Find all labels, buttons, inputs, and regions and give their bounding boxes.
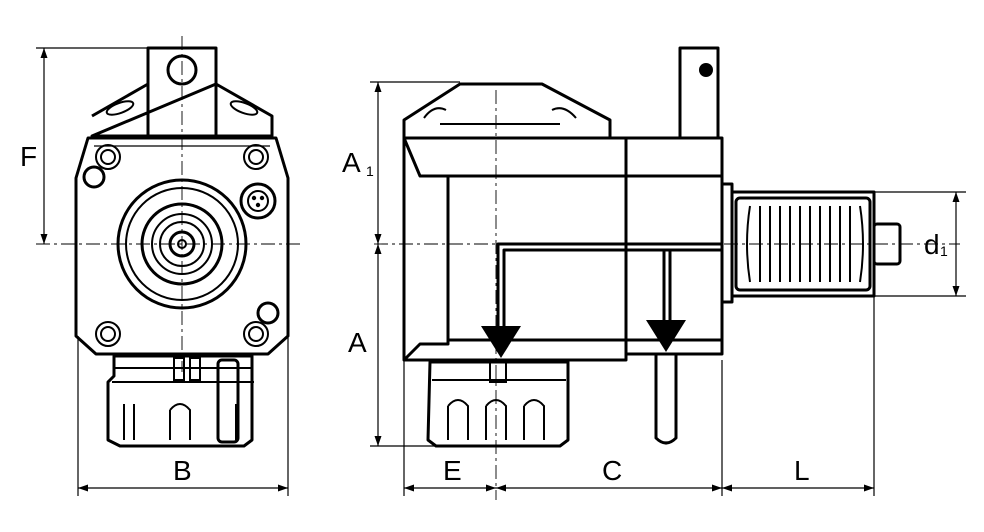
front-corner-screws bbox=[95, 144, 269, 347]
label-C: C bbox=[602, 455, 622, 486]
front-clamp-flange bbox=[90, 82, 274, 138]
front-body bbox=[74, 136, 290, 356]
label-A1: A bbox=[342, 147, 361, 178]
label-L: L bbox=[794, 455, 810, 486]
front-dowel-pin-left bbox=[82, 165, 106, 189]
side-coolant-pin bbox=[654, 352, 678, 445]
front-flange-slot-left bbox=[105, 100, 135, 116]
label-E: E bbox=[443, 455, 462, 486]
front-grease-nipple bbox=[239, 182, 277, 220]
label-d1-subscript: 1 bbox=[940, 243, 948, 259]
label-A1-subscript: 1 bbox=[366, 163, 374, 179]
front-flange-slot-right bbox=[229, 100, 259, 116]
front-view bbox=[36, 36, 302, 448]
side-top-clamp bbox=[402, 82, 612, 140]
side-coolant-channel bbox=[481, 242, 722, 358]
front-dowel-pin-right bbox=[256, 301, 280, 325]
dimension-labels: F B A 1 A E C L d 1 bbox=[20, 141, 948, 486]
side-coolant-tube bbox=[678, 46, 720, 140]
side-collet-nut bbox=[426, 360, 570, 448]
side-view bbox=[374, 46, 960, 500]
label-A: A bbox=[348, 327, 367, 358]
side-housing bbox=[402, 136, 628, 362]
label-B: B bbox=[173, 455, 192, 486]
label-F: F bbox=[20, 141, 37, 172]
front-collet-nut bbox=[106, 354, 254, 448]
label-d1: d bbox=[924, 229, 940, 260]
side-shank bbox=[720, 182, 902, 304]
dimension-lines bbox=[36, 47, 966, 496]
